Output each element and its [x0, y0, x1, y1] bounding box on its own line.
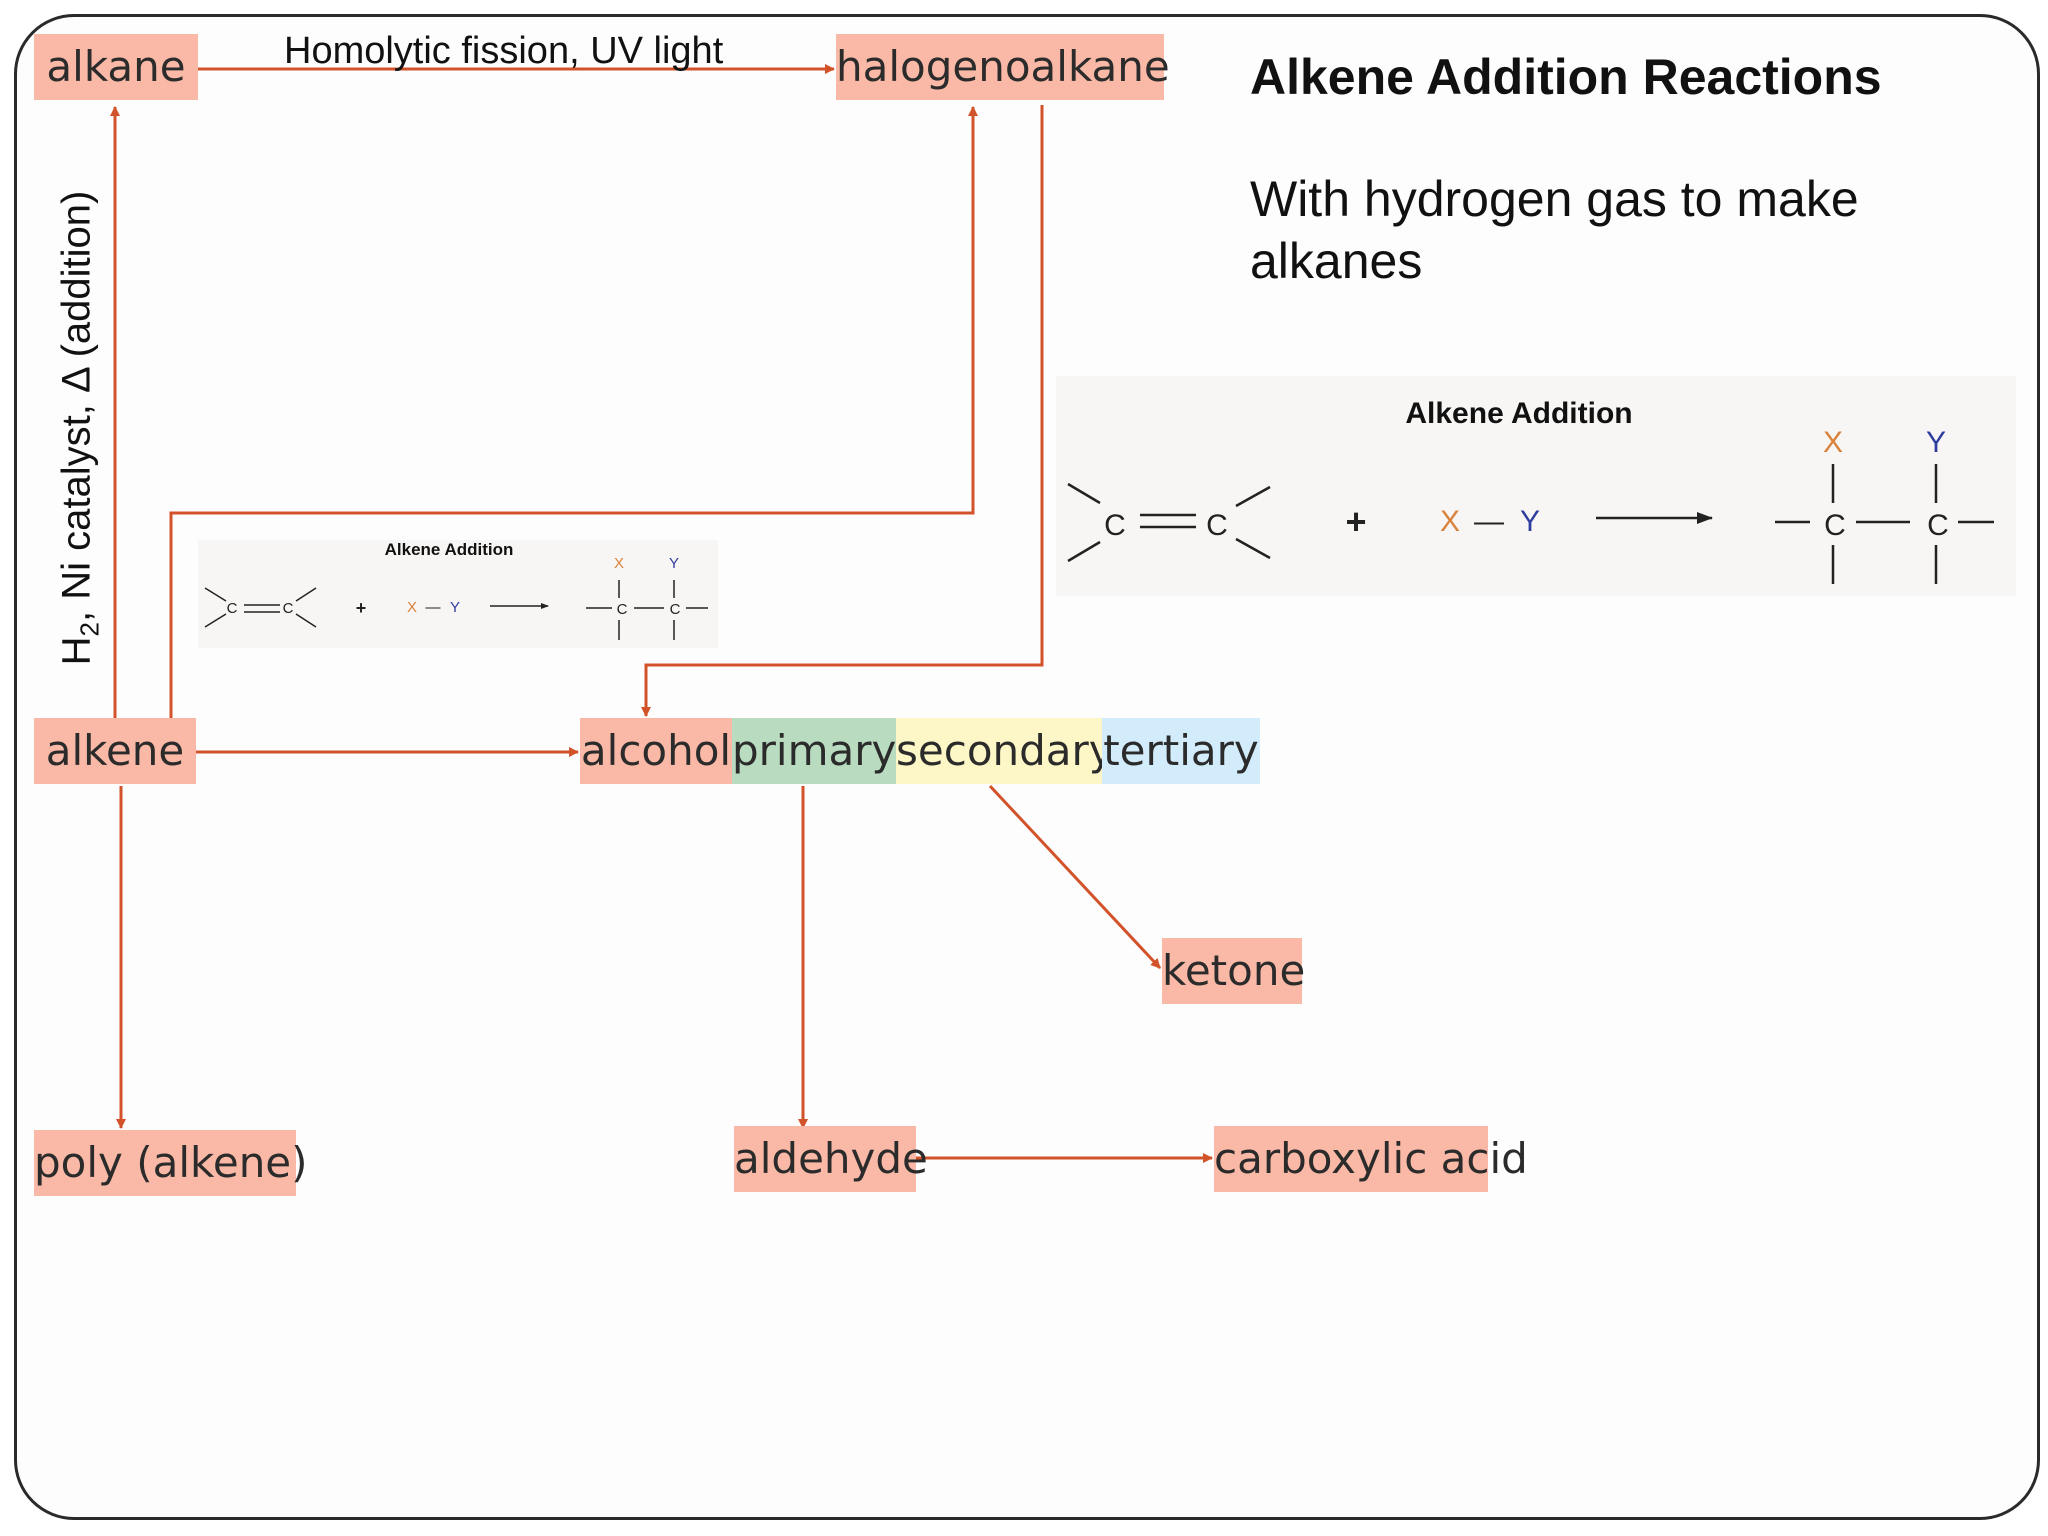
class-secondary: secondary — [896, 718, 1114, 784]
node-alcohol: alcohol — [580, 718, 732, 784]
node-ketone: ketone — [1162, 938, 1305, 1004]
large-c2: C — [1206, 509, 1228, 542]
large-product-c1: C — [1824, 509, 1846, 542]
arrow-secondary-to-ketone — [988, 784, 1162, 970]
slide-body: With hydrogen gas to make alkanes — [1250, 168, 1950, 292]
small-y: Y — [450, 599, 460, 616]
small-panel-heading: Alkene Addition — [385, 540, 514, 559]
node-aldehyde: aldehyde — [734, 1126, 928, 1192]
small-product-y: Y — [669, 555, 679, 572]
class-primary: primary — [732, 718, 896, 784]
large-x: X — [1440, 505, 1460, 538]
large-product-x: X — [1823, 426, 1843, 459]
large-panel-heading: Alkene Addition — [1405, 397, 1632, 430]
node-halogenoalkane: halogenoalkane — [836, 34, 1170, 100]
node-poly-alkene: poly (alkene) — [34, 1130, 308, 1196]
large-c1: C — [1104, 509, 1126, 542]
small-product-x: X — [614, 555, 624, 572]
node-alkane: alkane — [34, 34, 198, 100]
arrow-halogenoalkane-to-alcohol — [641, 105, 1044, 717]
body-line-1: With hydrogen gas to make — [1250, 171, 1859, 227]
large-y: Y — [1520, 505, 1540, 538]
class-tertiary: tertiary — [1102, 718, 1260, 784]
body-line-2: alkanes — [1250, 233, 1423, 289]
small-c1: C — [227, 600, 238, 617]
slide-title: Alkene Addition Reactions — [1250, 49, 1882, 105]
node-alkene: alkene — [34, 718, 196, 784]
small-c2: C — [283, 600, 294, 617]
large-dash: — — [1474, 505, 1504, 538]
small-dash: — — [426, 599, 441, 616]
arrow-alkene-to-halogenoalkane — [169, 106, 978, 718]
small-product-c2: C — [670, 601, 681, 618]
small-x: X — [407, 599, 417, 616]
large-plus: + — [1345, 501, 1366, 542]
small-product-c1: C — [617, 601, 628, 618]
label-homolytic-fission: Homolytic fission, UV light — [284, 30, 724, 72]
node-carboxylic-acid: carboxylic acid — [1214, 1126, 1528, 1192]
small-plus: + — [356, 598, 367, 618]
large-product-c2: C — [1927, 509, 1949, 542]
large-product-y: Y — [1926, 426, 1946, 459]
